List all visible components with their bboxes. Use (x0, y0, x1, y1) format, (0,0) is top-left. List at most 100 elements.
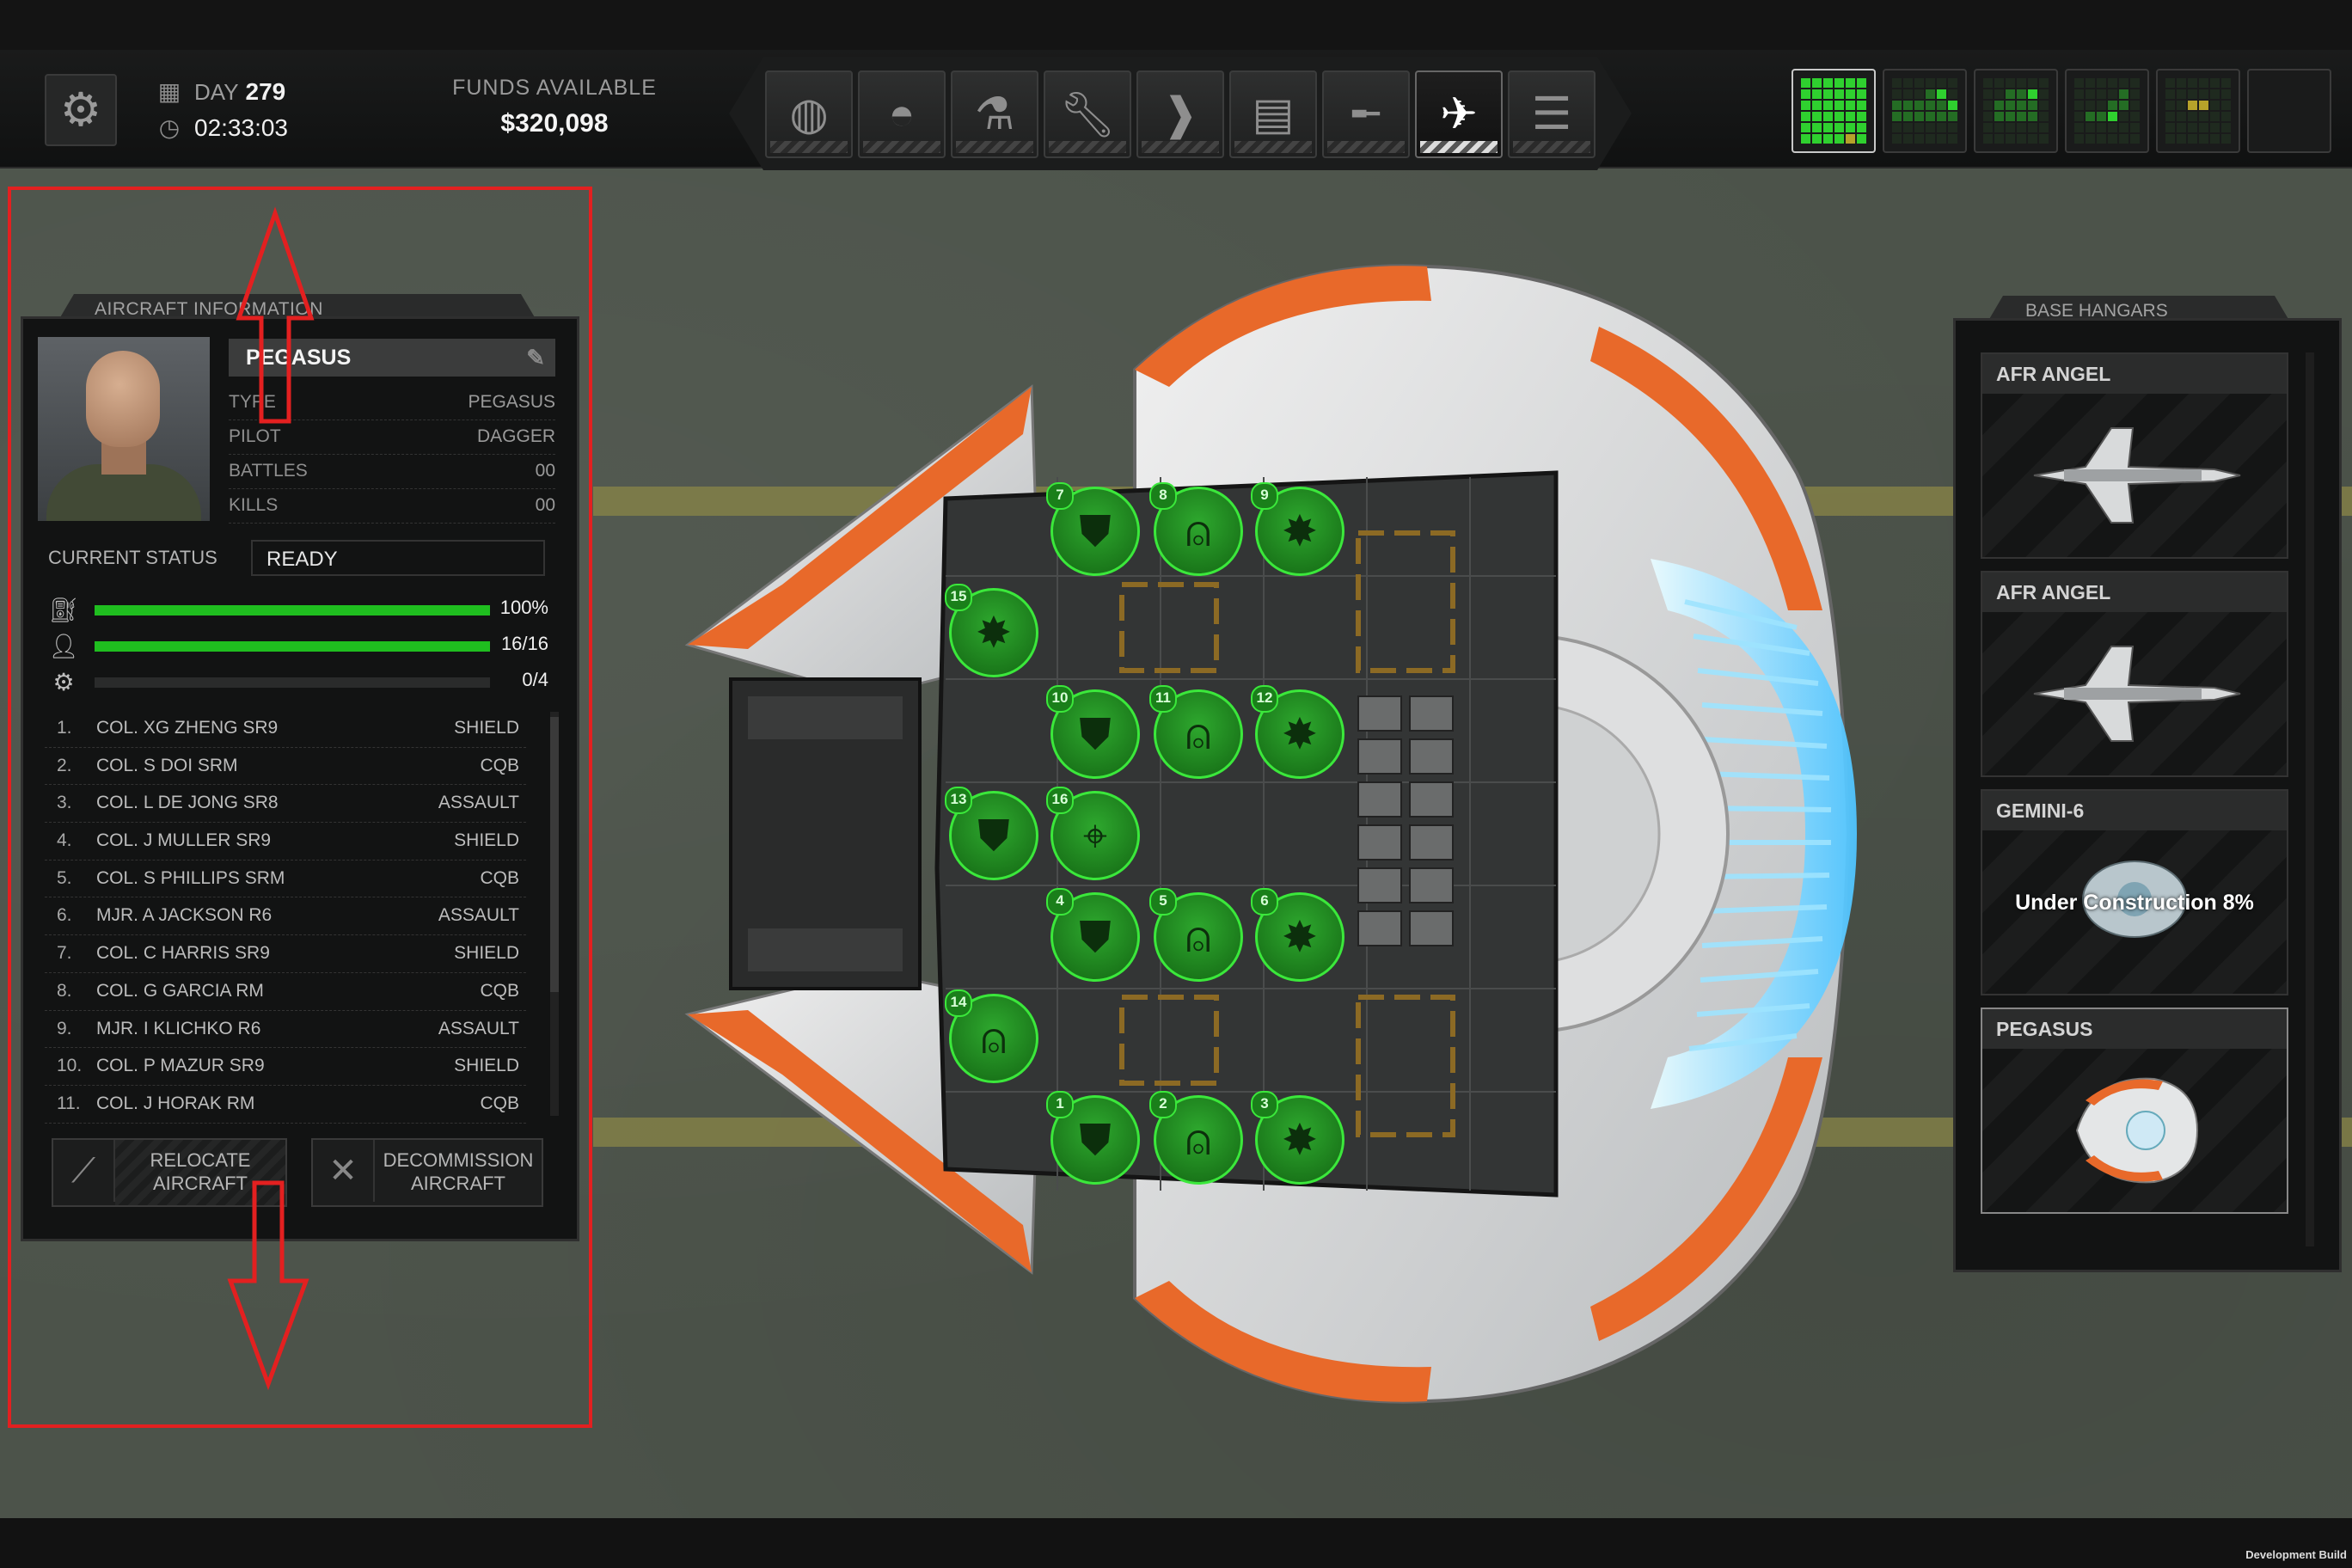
pilot-label: PILOT (229, 426, 281, 446)
crew-slot-7[interactable]: 7⛊ (1046, 482, 1140, 576)
crew-slot-2[interactable]: 2⍝ (1149, 1091, 1243, 1185)
slot-number: 6 (1251, 888, 1278, 916)
crew-slot-11[interactable]: 11⍝ (1149, 685, 1243, 779)
clock-icon: ◷ (158, 114, 181, 141)
crew-slot-1[interactable]: 1⛊ (1046, 1091, 1140, 1185)
base-selector-5[interactable] (2156, 69, 2240, 153)
crew-name: COL. J HORAK RM (96, 1093, 255, 1113)
crew-slot-6[interactable]: 6✸ (1251, 888, 1344, 982)
crew-capacity-bar: 👤︎ 16/16 (48, 631, 555, 662)
crew-slot-14[interactable]: 14⍝ (945, 989, 1038, 1083)
base-icon: ◓ (888, 89, 916, 139)
slot-number: 11 (1149, 685, 1177, 713)
annotation-up-arrow (236, 206, 315, 424)
crew-index: 3. (57, 793, 72, 813)
globe-icon: ◍ (789, 89, 829, 139)
relocate-aircraft-button[interactable]: ⟋ RELOCATE AIRCRAFT (52, 1138, 287, 1207)
crew-slot-9[interactable]: 9✸ (1251, 482, 1344, 576)
base-selector-empty[interactable] (2247, 69, 2331, 153)
nav-research-button[interactable]: ⚗ (951, 70, 1038, 158)
nav-soldiers-button[interactable]: ❱ (1136, 70, 1224, 158)
current-status-value: READY (251, 540, 545, 576)
top-strip (0, 0, 2352, 50)
time-value: 02:33:03 (194, 114, 288, 141)
base-selector-3[interactable] (1974, 69, 2058, 153)
scrollbar-thumb[interactable] (550, 717, 559, 992)
nav-engineering-button[interactable]: 🔧︎ (1044, 70, 1131, 158)
crew-class: ASSAULT (438, 1018, 519, 1038)
hangar-slot-2[interactable]: AFR ANGEL (1981, 571, 2288, 777)
crew-slot-12[interactable]: 12✸ (1251, 685, 1344, 779)
decommission-label: DECOMMISSION AIRCRAFT (383, 1149, 534, 1194)
bottom-strip: Development Build (0, 1518, 2352, 1568)
aircraft-name-field[interactable]: PEGASUS ✎ (229, 339, 555, 377)
day-label: DAY (194, 78, 239, 105)
crew-index: 11. (57, 1093, 81, 1113)
crew-capacity-fill (95, 641, 490, 652)
hangars-scrollbar[interactable] (2306, 352, 2314, 1246)
decommission-aircraft-button[interactable]: ✕ DECOMMISSION AIRCRAFT (311, 1138, 543, 1207)
crew-slot-8[interactable]: 8⍝ (1149, 482, 1243, 576)
hangar-slot-4-selected[interactable]: PEGASUS (1981, 1008, 2288, 1214)
research-icon: ⚗ (974, 89, 1015, 139)
gear-icon: ⚙ (59, 84, 102, 136)
slot-number: 8 (1149, 482, 1177, 510)
fuel-fill (95, 605, 490, 616)
assault-class-icon: ✸ (1282, 1116, 1318, 1164)
crew-name: COL. XG ZHENG SR9 (96, 718, 279, 738)
hangar-aircraft-name: AFR ANGEL (1982, 573, 2287, 612)
battles-label: BATTLES (229, 461, 308, 481)
fuel-bar: ⛽︎ 100% (48, 595, 555, 626)
date-time-display: ▦ DAY 279 ◷ 02:33:03 (156, 74, 288, 146)
nav-base-button[interactable]: ◓ (858, 70, 946, 158)
base-selector-4[interactable] (2065, 69, 2149, 153)
type-value: PEGASUS (468, 392, 555, 412)
crew-index: 10. (57, 1056, 83, 1076)
base-layout-minimap (1983, 78, 2049, 144)
slot-number: 2 (1149, 1091, 1177, 1118)
nav-weapons-button[interactable]: ╾ (1322, 70, 1410, 158)
crew-slot-10[interactable]: 10⛊ (1046, 685, 1140, 779)
battles-value: 00 (535, 461, 555, 481)
settings-button[interactable]: ⚙ (45, 74, 117, 146)
crew-slot-5[interactable]: 5⍝ (1149, 888, 1243, 982)
crew-slot-3[interactable]: 3✸ (1251, 1091, 1344, 1185)
nav-stores-button[interactable]: ▤ (1229, 70, 1317, 158)
crew-slot-16[interactable]: 16⌖ (1046, 787, 1140, 880)
crew-slot-15[interactable]: 15✸ (945, 584, 1038, 677)
nav-aircraft-button[interactable]: ✈ (1415, 70, 1503, 158)
equipment-racks (1357, 695, 1454, 946)
crew-slot-4[interactable]: 4⛊ (1046, 888, 1140, 982)
crew-class: ASSAULT (438, 793, 519, 813)
base-selector-1[interactable] (1792, 69, 1876, 153)
nav-archive-button[interactable]: ☰ (1508, 70, 1596, 158)
hangar-slot-1[interactable]: AFR ANGEL (1981, 352, 2288, 559)
crew-list-scrollbar[interactable] (550, 712, 559, 1116)
current-status-label: CURRENT STATUS (48, 547, 217, 568)
crew-slot-13[interactable]: 13⛊ (945, 787, 1038, 880)
hangar-slot-3[interactable]: GEMINI-6 Under Construction 8% (1981, 789, 2288, 995)
kills-label: KILLS (229, 495, 279, 515)
base-selector-2[interactable] (1883, 69, 1967, 153)
shield-class-icon: ⛊ (1079, 912, 1112, 961)
crew-name: COL. S DOI SRM (96, 755, 238, 775)
assault-class-icon: ✸ (1282, 913, 1318, 961)
crew-name: COL. G GARCIA RM (96, 980, 264, 1001)
shield-class-icon: ⛊ (1079, 1115, 1112, 1164)
nav-geoscape-button[interactable]: ◍ (765, 70, 853, 158)
hull-stripe-top (1135, 266, 1431, 387)
edit-pencil-icon[interactable]: ✎ (526, 345, 545, 371)
crew-capacity-text: 16/16 (500, 633, 548, 654)
